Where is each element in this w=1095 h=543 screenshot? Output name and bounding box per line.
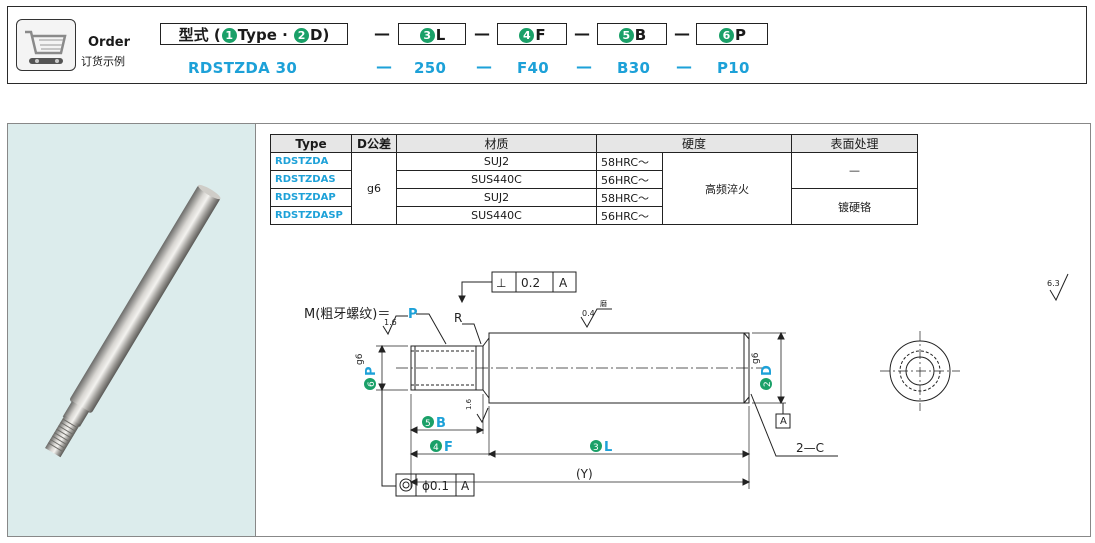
dim-l: L — [604, 440, 612, 455]
header-type: Type — [270, 134, 352, 153]
badge-2: 2 — [294, 28, 310, 43]
conc-value: ϕ0.1 — [422, 479, 449, 493]
technical-drawing: ⊥ 0.2 A M(粗牙螺纹)＝ P R 1.6 0.4 磨 6.3 1.6 A… — [304, 271, 1069, 497]
code-type-text: Type · — [237, 26, 294, 44]
radius-label: R — [454, 311, 462, 325]
table-row: RDSTZDAS SUS440C 56HRC～ — [270, 170, 918, 189]
hardness-cell: 58HRC～ — [596, 188, 663, 207]
badge-4-drawing: 4 — [433, 443, 439, 453]
value-l: 250 — [414, 59, 447, 77]
table-row: RDSTZDA g6 SUJ2 58HRC～ 高频淬火 — — [270, 152, 918, 225]
badge-1: 1 — [221, 28, 237, 43]
dim-y: (Y) — [576, 467, 593, 481]
badge-2-drawing: 2 — [763, 381, 773, 387]
header-material: 材质 — [396, 134, 597, 153]
datum-a: A — [780, 416, 787, 427]
dim-d: D — [760, 365, 775, 376]
header-tolerance: D公差 — [351, 134, 397, 153]
code-type-prefix: 型式 ( — [178, 26, 221, 44]
code-dash: — — [574, 24, 590, 43]
tolerance-cell: g6 — [351, 152, 397, 225]
code-d-text: D) — [310, 26, 330, 44]
cart-icon — [16, 19, 76, 71]
spec-table: Type D公差 材质 硬度 表面处理 RDSTZDA g6 SUJ2 58HR… — [270, 134, 918, 225]
treatment-cell: — — [791, 152, 918, 189]
badge-4: 4 — [519, 28, 535, 43]
material-cell: SUS440C — [396, 170, 597, 189]
value-dash: — — [576, 57, 592, 76]
perp-symbol: ⊥ — [496, 276, 506, 290]
product-photo — [8, 124, 256, 536]
code-b-text: B — [634, 26, 647, 44]
thread-label: M(粗牙螺纹)＝ — [304, 307, 390, 322]
code-dash: — — [674, 24, 690, 43]
value-dash: — — [676, 57, 692, 76]
badge-5: 5 — [618, 28, 634, 43]
code-f-text: F — [535, 26, 546, 44]
header-hardness: 硬度 — [596, 134, 792, 153]
order-label: Order — [88, 35, 130, 50]
order-sub-label: 订货示例 — [81, 55, 125, 68]
table-row: RDSTZDASP SUS440C 56HRC～ — [270, 206, 918, 225]
type-cell: RDSTZDA — [270, 152, 352, 171]
conc-datum: A — [461, 479, 470, 493]
badge-3-drawing: 3 — [593, 443, 599, 453]
hardness-cell: 56HRC～ — [596, 206, 663, 225]
badge-6: 6 — [719, 28, 734, 43]
value-type-d: RDSTZDA 30 — [188, 59, 298, 77]
rough-0-4: 0.4 — [582, 309, 595, 318]
material-cell: SUS440C — [396, 206, 597, 225]
hardness-cell: 56HRC～ — [596, 170, 663, 189]
dim-p: P — [364, 366, 379, 376]
thread-var: P — [408, 307, 418, 322]
dim-b: B — [436, 416, 446, 431]
type-cell: RDSTZDASP — [270, 206, 352, 225]
dim-f: F — [444, 440, 453, 455]
code-dash: — — [474, 24, 490, 43]
value-dash: — — [476, 57, 492, 76]
chamfer-label: 2—C — [796, 441, 824, 455]
hardening-cell: 高频淬火 — [662, 152, 792, 225]
material-cell: SUJ2 — [396, 152, 597, 171]
code-l-text: L — [435, 26, 446, 44]
header-treatment: 表面处理 — [791, 134, 918, 153]
value-f: F40 — [517, 59, 550, 77]
value-b: B30 — [617, 59, 651, 77]
badge-5-drawing: 5 — [425, 419, 431, 429]
product-panel: Type D公差 材质 硬度 表面处理 RDSTZDA g6 SUJ2 58HR… — [7, 123, 1091, 537]
dim-p-g6: g6 — [355, 353, 365, 365]
type-cell: RDSTZDAS — [270, 170, 352, 189]
value-dash: — — [376, 57, 392, 76]
value-p: P10 — [717, 59, 750, 77]
rough-note: 磨 — [600, 299, 607, 308]
dim-d-g6: g6 — [751, 352, 761, 364]
material-cell: SUJ2 — [396, 188, 597, 207]
badge-6-drawing: 6 — [367, 381, 377, 387]
treatment-cell: 镀硬铬 — [791, 188, 918, 225]
rough-1-6b: 1.6 — [465, 398, 473, 410]
code-p-text: P — [735, 26, 746, 44]
type-cell: RDSTZDAP — [270, 188, 352, 207]
hardness-cell: 58HRC～ — [596, 152, 663, 171]
code-dash: — — [374, 24, 390, 43]
perp-value: 0.2 — [521, 276, 540, 290]
rough-1-6: 1.6 — [384, 318, 397, 327]
perp-datum: A — [559, 276, 568, 290]
badge-3: 3 — [419, 28, 435, 43]
rough-6-3: 6.3 — [1047, 279, 1060, 288]
